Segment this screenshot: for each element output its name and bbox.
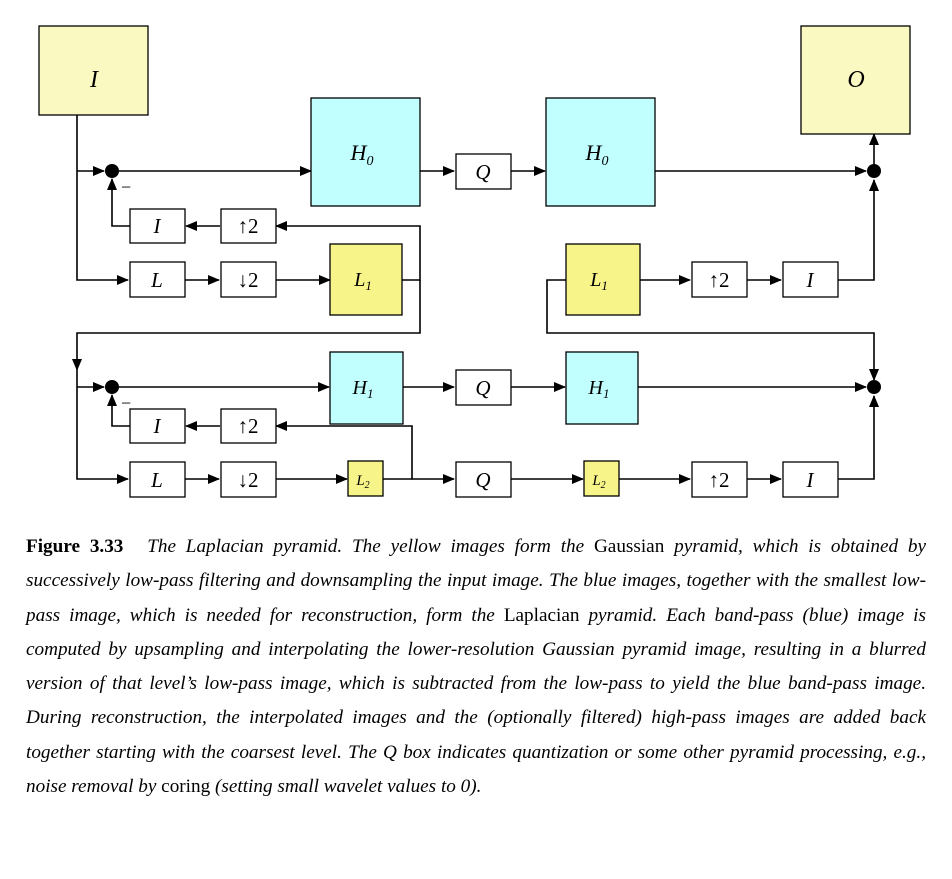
- l1-left-subscript: 1: [365, 278, 372, 293]
- q-label-top: Q: [475, 160, 490, 184]
- upsample-label-top-left: ↑2: [238, 214, 259, 238]
- sum-junction-top-right: [867, 164, 881, 178]
- l1-right-subscript: 1: [601, 278, 608, 293]
- l2-left-box: L2: [347, 460, 384, 497]
- h0-left-subscript: 0: [366, 154, 373, 169]
- lowpass-box-top: [129, 261, 186, 298]
- h0-left-box: H0: [310, 97, 421, 207]
- interp-box-top-left: [129, 208, 186, 244]
- h0-right-subscript: 0: [601, 154, 608, 169]
- upsample-label-mid-left: ↑2: [238, 414, 259, 438]
- output-image-box: O: [800, 25, 911, 135]
- h1-right-subscript: 1: [603, 386, 610, 401]
- downsample-label-bottom: ↓2: [238, 468, 259, 492]
- interp-label-mid-left: I: [153, 414, 162, 438]
- lowpass-label-top: L: [150, 268, 163, 292]
- figure-caption: Figure 3.33 The Laplacian pyramid. The y…: [26, 530, 926, 804]
- caption-text-4: Laplacian: [503, 604, 580, 626]
- connections: [72, 115, 879, 484]
- svg-text:L2: L2: [591, 473, 605, 491]
- svg-text:H1: H1: [352, 377, 374, 401]
- input-image-label: I: [89, 67, 99, 93]
- caption-text-1: The Laplacian pyramid. The yellow images…: [147, 536, 594, 557]
- l1-left-box: L1: [329, 243, 403, 316]
- svg-text:H0: H0: [585, 140, 609, 169]
- upsample-box-mid-left: [220, 408, 277, 444]
- svg-text:H1: H1: [588, 377, 610, 401]
- minus-sign-mid: −: [121, 393, 131, 413]
- h1-right-label: H: [588, 377, 605, 399]
- interp-box-mid-left: [129, 408, 186, 444]
- caption-text-2: Gaussian: [593, 536, 665, 557]
- figure-label: Figure 3.33: [26, 536, 124, 557]
- sum-junction-mid-right: [867, 380, 881, 394]
- q-box-top: [455, 153, 512, 190]
- l1-left-label: L: [353, 269, 365, 291]
- h0-left-label: H: [350, 140, 368, 165]
- l2-right-subscript: 2: [601, 480, 606, 491]
- output-image-label: O: [847, 67, 864, 93]
- h1-left-box: H1: [329, 351, 404, 425]
- interp-box-bottom-right: [782, 461, 839, 498]
- caption-text-7: (setting small wavelet values to 0).: [210, 776, 482, 798]
- l1-right-box: L1: [565, 243, 641, 316]
- sum-junction-mid-left: [105, 380, 119, 394]
- interp-label-top-right: I: [806, 268, 815, 292]
- upsample-label-bottom-right: ↑2: [709, 468, 730, 492]
- h1-left-label: H: [352, 377, 369, 399]
- interp-label-top-left: I: [153, 214, 162, 238]
- h0-right-box: H0: [545, 97, 656, 207]
- svg-text:H0: H0: [350, 140, 374, 169]
- input-image-box: I: [38, 25, 149, 116]
- laplacian-pyramid-diagram: − − I O H0 H0 L1 L1 H1 H1 L2 L2: [38, 25, 911, 498]
- caption-text-6: coring: [161, 776, 211, 798]
- q-label-bottom: Q: [475, 468, 490, 492]
- upsample-box-top-right: [691, 261, 748, 298]
- upsample-box-bottom-right: [691, 461, 748, 498]
- interp-label-bottom-right: I: [806, 468, 815, 492]
- caption-text-5: pyramid. Each band-pass (blue) image is …: [26, 604, 926, 798]
- svg-text:L2: L2: [355, 473, 369, 491]
- q-box-bottom: [455, 461, 512, 498]
- lowpass-label-bottom: L: [150, 468, 163, 492]
- l2-right-label: L: [591, 473, 600, 489]
- h1-left-subscript: 1: [367, 386, 374, 401]
- downsample-box-bottom: [220, 461, 277, 498]
- upsample-label-top-right: ↑2: [709, 268, 730, 292]
- q-box-mid: [455, 369, 512, 406]
- upsample-box-top-left: [220, 208, 277, 244]
- interp-box-top-right: [782, 261, 839, 298]
- downsample-label-top: ↓2: [238, 268, 259, 292]
- lowpass-box-bottom: [129, 461, 186, 498]
- downsample-box-top: [220, 261, 277, 298]
- h1-right-box: H1: [565, 351, 639, 425]
- svg-text:L1: L1: [589, 269, 608, 293]
- sum-junction-top-left: [105, 164, 119, 178]
- l2-left-label: L: [355, 473, 364, 489]
- svg-text:L1: L1: [353, 269, 372, 293]
- l2-left-subscript: 2: [365, 480, 370, 491]
- minus-sign-top: −: [121, 177, 131, 197]
- l1-right-label: L: [589, 269, 601, 291]
- caption-text-3: pyramid, which is obtained by successive…: [26, 536, 926, 626]
- q-label-mid: Q: [475, 376, 490, 400]
- l2-right-box: L2: [583, 460, 620, 497]
- h0-right-label: H: [585, 140, 603, 165]
